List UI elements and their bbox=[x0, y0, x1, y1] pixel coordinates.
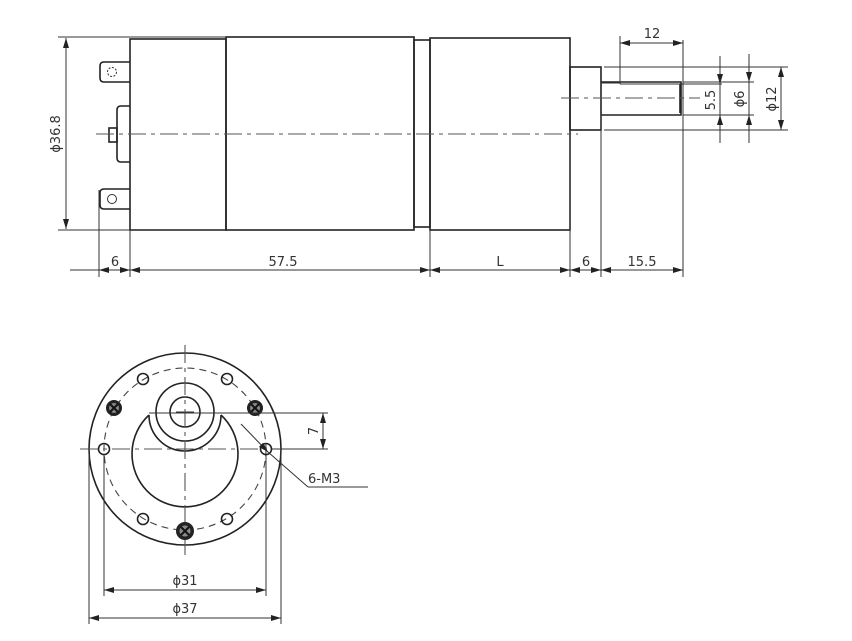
mount-hole bbox=[220, 512, 234, 526]
terminal-bottom bbox=[99, 188, 130, 210]
dim-flat-width: 5.5 bbox=[704, 90, 719, 111]
front-dimensions: 7 6-M3 ϕ31 ϕ37 bbox=[88, 412, 368, 624]
terminal-hole-bottom bbox=[107, 194, 117, 204]
gear-housing-arc bbox=[131, 414, 239, 508]
screw-icon bbox=[106, 400, 122, 416]
dim-boss-diameter: ϕ12 bbox=[765, 86, 780, 111]
dim-hole-circle: ϕ31 bbox=[172, 574, 197, 589]
mount-hole bbox=[136, 372, 150, 386]
screw-icon bbox=[247, 400, 263, 416]
terminal-top bbox=[99, 61, 130, 83]
dim-motor-length: 57.5 bbox=[269, 255, 298, 270]
mount-hole bbox=[136, 512, 150, 526]
dim-body-diameter: ϕ36.8 bbox=[49, 115, 64, 153]
dim-face-diameter: ϕ37 bbox=[172, 602, 197, 617]
dim-flat-length: 12 bbox=[644, 27, 661, 42]
dim-mount-holes: 6-M3 bbox=[308, 472, 340, 487]
dim-terminal-length: 6 bbox=[111, 255, 119, 270]
terminal-hole-top bbox=[107, 67, 117, 77]
screw-icon bbox=[176, 522, 194, 540]
dim-shaft-diameter: ϕ6 bbox=[733, 91, 748, 108]
dim-boss-length: 6 bbox=[582, 255, 590, 270]
side-dimensions: ϕ36.8 6 57.5 L 6 15.5 12 5.5 bbox=[49, 27, 788, 277]
front-view bbox=[80, 345, 290, 555]
screws bbox=[106, 400, 263, 540]
dim-gearbox-length: L bbox=[496, 255, 504, 270]
mount-holes bbox=[97, 372, 273, 526]
side-view bbox=[96, 36, 700, 231]
rear-nub bbox=[108, 127, 118, 143]
mount-hole bbox=[97, 442, 111, 456]
dim-shaft-offset: 7 bbox=[307, 427, 322, 435]
mount-hole bbox=[220, 372, 234, 386]
dim-shaft-length: 15.5 bbox=[628, 255, 657, 270]
